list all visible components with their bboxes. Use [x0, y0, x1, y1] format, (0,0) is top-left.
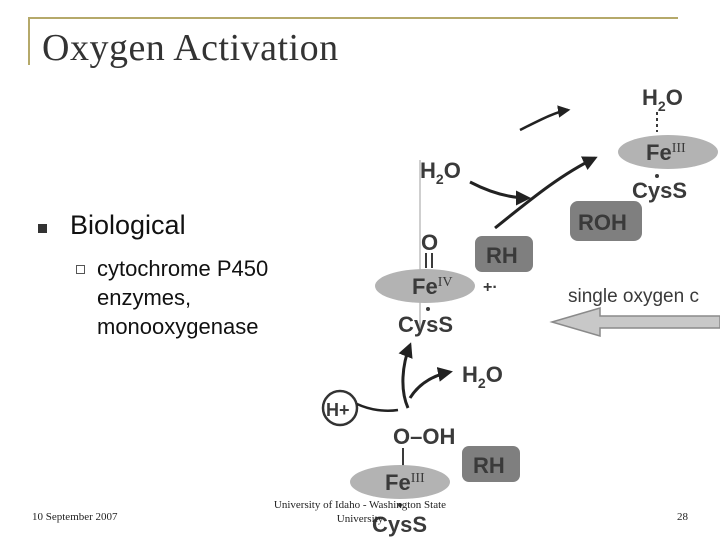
title-frame-left-rule	[28, 17, 30, 65]
ferryl-thiolate-label: CysS	[398, 312, 453, 337]
ferryl-iron-label: FeIV	[412, 274, 452, 299]
proton-circle	[321, 389, 359, 427]
bottom-iron-label: FeIII	[385, 470, 425, 495]
top-ligand-water: H2O	[642, 85, 683, 114]
product-box	[570, 201, 642, 241]
protonation-arrow	[398, 342, 413, 409]
return-arrow	[519, 105, 571, 132]
water-in-arrow	[469, 180, 531, 206]
bullet-biological: Biological	[70, 210, 186, 240]
slide-title: Oxygen Activation	[42, 27, 339, 69]
oxo-atom: O	[421, 230, 438, 255]
radical-cation-label: +·	[483, 279, 498, 296]
water-out-arrow	[408, 367, 453, 399]
bottom-heme-oval	[350, 465, 450, 499]
substrate-box-upper	[475, 236, 533, 272]
hydroperoxo-label: O–OH	[393, 424, 455, 449]
pathway-label: single oxygen c	[568, 286, 699, 307]
page-number: 28	[677, 511, 688, 523]
top-iron-label: FeIII	[646, 140, 686, 165]
rebound-arrow	[494, 156, 598, 230]
ferryl-thiolate-bond	[426, 307, 430, 311]
proton-label: H+	[326, 400, 350, 420]
title-frame-top-rule	[28, 17, 678, 19]
substrate-label-upper: RH	[486, 243, 518, 268]
square-bullet-icon	[38, 224, 47, 233]
water-in-label: H2O	[420, 158, 461, 187]
sub-bullet-p450: cytochrome P450 enzymes, monooxygenase	[97, 256, 269, 339]
proton-arrow	[356, 402, 399, 412]
bottom-thiolate-label: CysS	[372, 512, 427, 537]
top-heme-oval	[618, 135, 718, 169]
top-thiolate-label: CysS	[632, 178, 687, 203]
bottom-thiolate-bond	[398, 503, 402, 507]
footer-institution: University of Idaho - Washington State U…	[273, 499, 447, 525]
footer-date: 10 September 2007	[32, 511, 118, 523]
pathway-arrow	[549, 307, 720, 337]
top-thiolate-bond	[655, 174, 659, 178]
hollow-square-bullet-icon	[76, 265, 85, 274]
product-label: ROH	[578, 210, 627, 235]
substrate-box-lower	[462, 446, 520, 482]
ferryl-heme-oval	[375, 269, 475, 303]
substrate-label-lower: RH	[473, 453, 505, 478]
water-out-label: H2O	[462, 362, 503, 391]
